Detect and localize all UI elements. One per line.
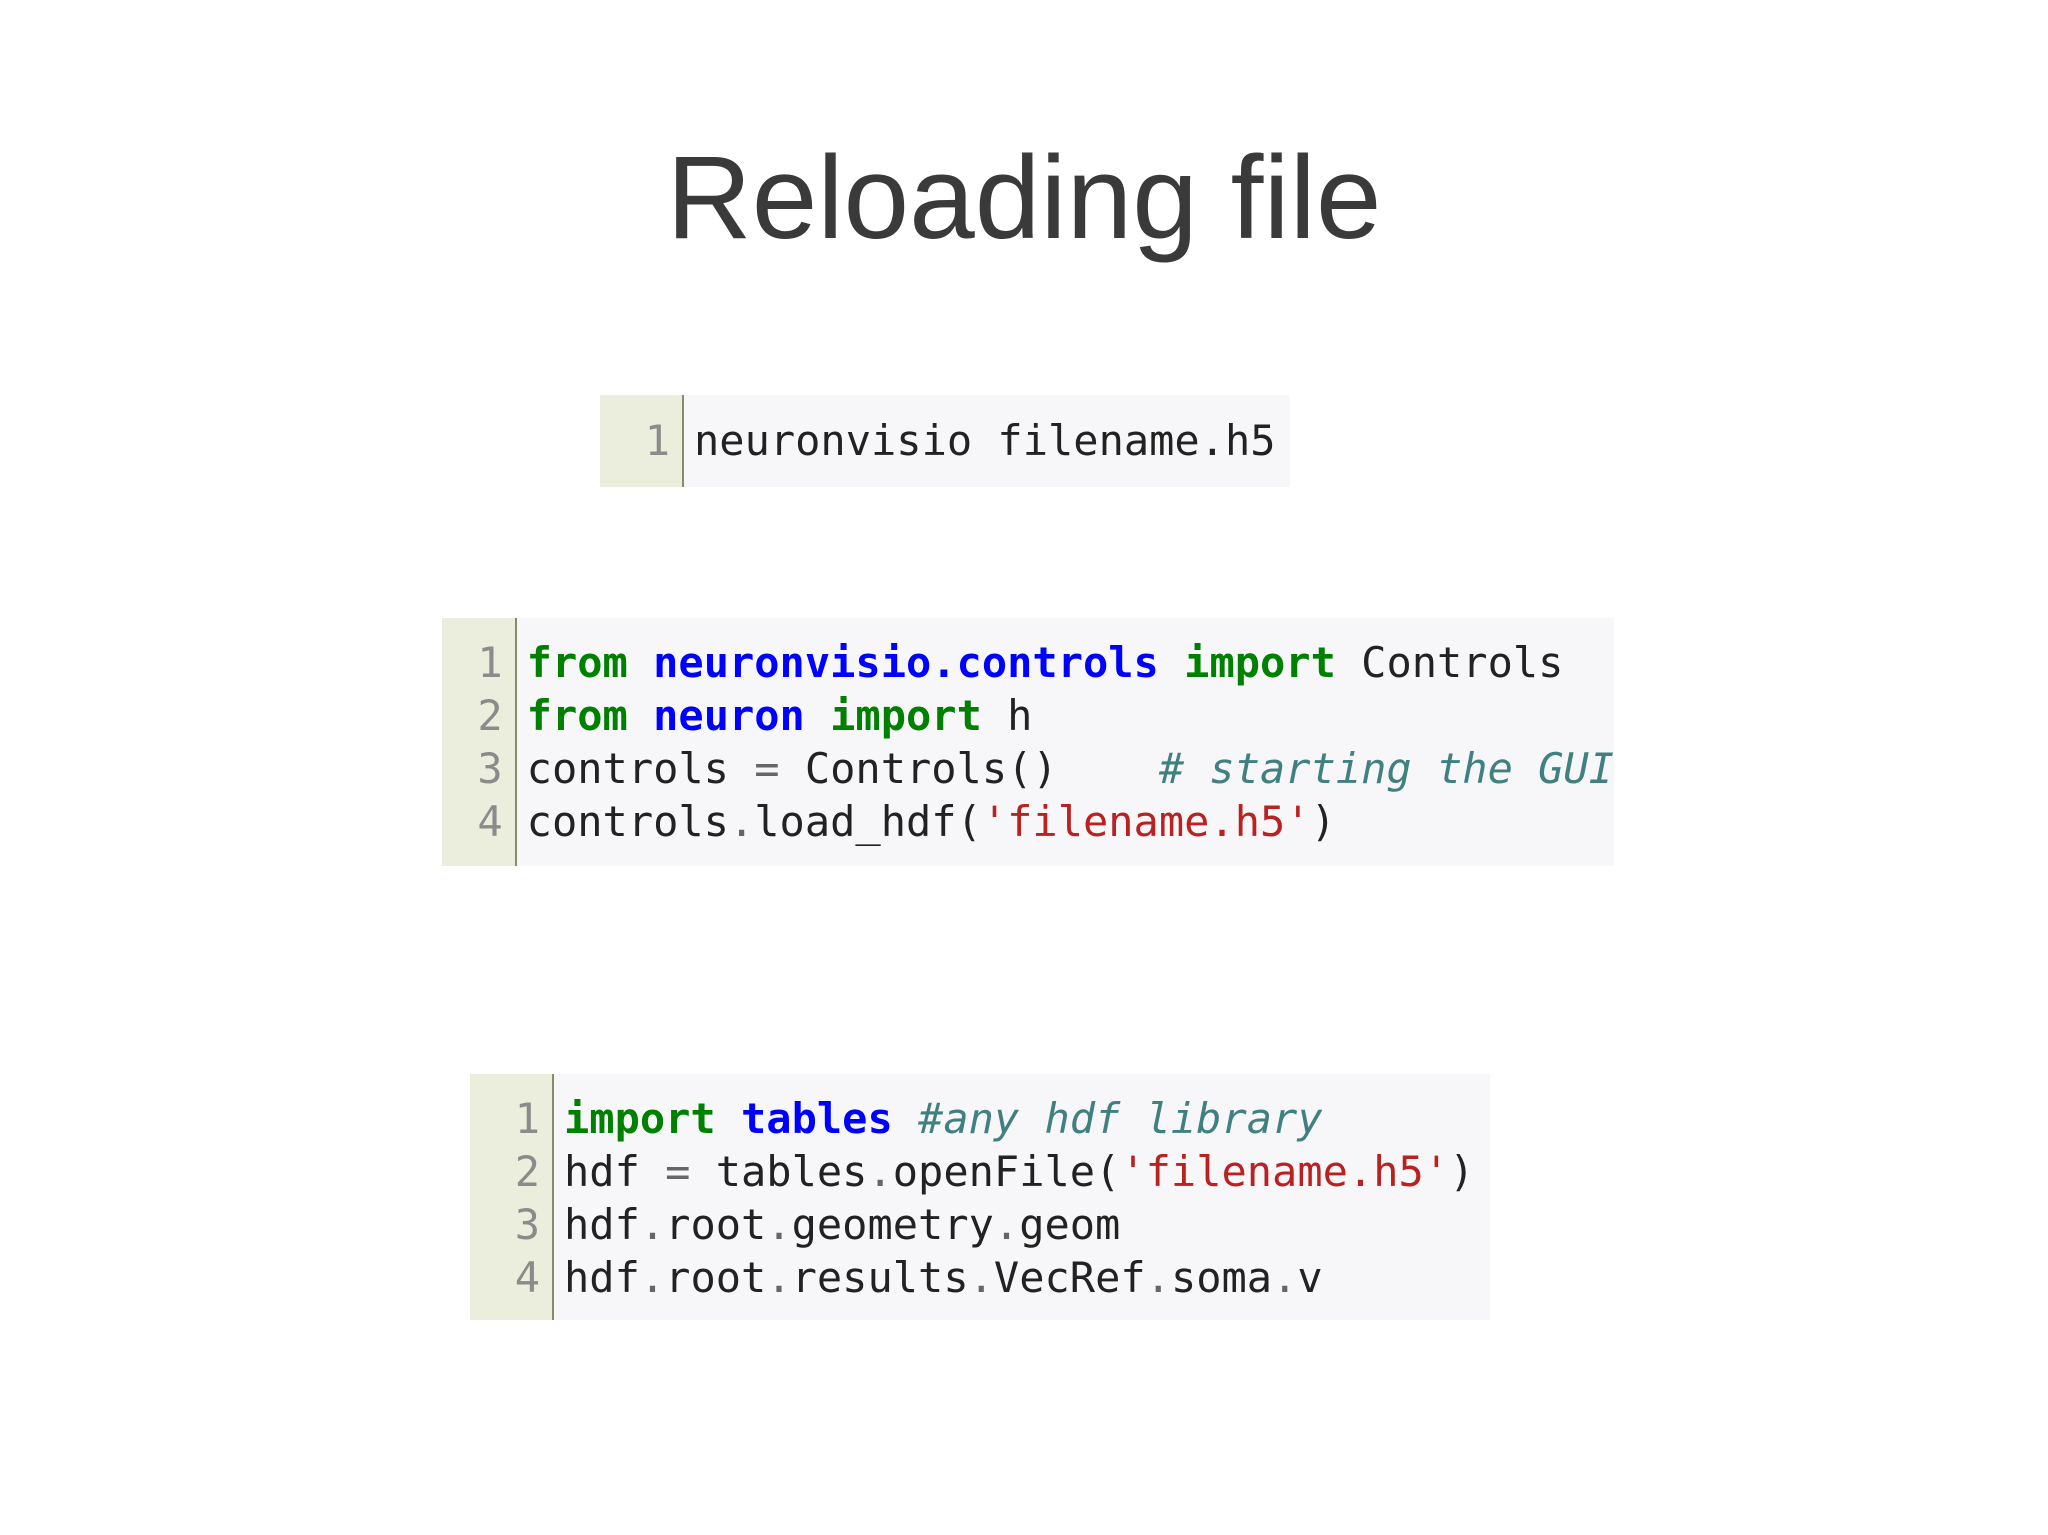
code-token: root: [665, 1200, 767, 1249]
line-number: 2: [514, 1147, 540, 1196]
code-token: [716, 1094, 741, 1143]
code-line: controls = Controls() # starting the GUI: [527, 742, 1614, 795]
code-token: openFile(: [892, 1147, 1121, 1196]
code-token: import: [830, 691, 982, 740]
code-token: Controls(): [779, 744, 1159, 793]
code-line: hdf.root.geometry.geom: [564, 1198, 1474, 1251]
code-token: import: [1184, 638, 1336, 687]
code-line: neuronvisio filename.h5: [694, 414, 1276, 467]
code-token: neuron: [653, 691, 805, 740]
code-token: .: [968, 1253, 994, 1302]
line-number: 3: [514, 1200, 540, 1249]
slide-title: Reloading file: [666, 132, 1382, 264]
line-number: 4: [477, 797, 503, 846]
code-token: .: [728, 797, 755, 846]
code-token: Controls: [1335, 638, 1564, 687]
code-token: ): [1310, 797, 1336, 846]
code-token: .: [639, 1200, 666, 1249]
code-token: [1159, 638, 1184, 687]
code-token: [893, 1094, 918, 1143]
code-token: hdf: [564, 1253, 640, 1302]
code-token: VecRef: [993, 1253, 1146, 1302]
code-token: .: [867, 1147, 893, 1196]
line-number: 4: [514, 1253, 540, 1302]
code-lines: neuronvisio filename.h5: [684, 395, 1276, 487]
code-lines: from neuronvisio.controls import Control…: [517, 618, 1614, 866]
code-token: hdf: [564, 1200, 640, 1249]
code-line: hdf.root.results.VecRef.soma.v: [564, 1251, 1474, 1304]
code-token: tables: [741, 1094, 893, 1143]
code-line: hdf = tables.openFile('filename.h5'): [564, 1145, 1474, 1198]
code-token: controls: [526, 744, 755, 793]
code-line: from neuron import h: [527, 689, 1614, 742]
code-token: neuronvisio filename.h5: [694, 416, 1276, 465]
code-token: .: [766, 1253, 792, 1302]
code-token: #any hdf library: [918, 1094, 1323, 1143]
code-token: 'filename.h5': [1120, 1147, 1450, 1196]
code-line: from neuronvisio.controls import Control…: [527, 636, 1614, 689]
code-token: root: [665, 1253, 767, 1302]
code-token: .: [766, 1200, 792, 1249]
code-token: 'filename.h5': [981, 797, 1311, 846]
code-token: [805, 691, 830, 740]
code-token: # starting the GUI: [1158, 744, 1614, 793]
code-token: tables: [690, 1147, 868, 1196]
code-token: .: [993, 1200, 1020, 1249]
code-token: from: [526, 691, 628, 740]
code-token: [628, 691, 653, 740]
code-token: controls: [526, 797, 729, 846]
code-token: [628, 638, 653, 687]
code-token: hdf: [564, 1147, 666, 1196]
line-number: 1: [477, 638, 503, 687]
code-token: .: [1272, 1253, 1298, 1302]
code-line: import tables #any hdf library: [564, 1092, 1474, 1145]
line-number: 1: [514, 1094, 540, 1143]
line-number-gutter: 1: [600, 395, 684, 487]
code-token: soma: [1170, 1253, 1273, 1302]
code-token: import: [564, 1094, 716, 1143]
code-line: controls.load_hdf('filename.h5'): [527, 795, 1614, 848]
code-token: geom: [1019, 1200, 1121, 1249]
code-token: .: [639, 1253, 666, 1302]
line-number: 3: [477, 744, 503, 793]
line-number: 1: [644, 416, 670, 465]
line-number: 2: [477, 691, 503, 740]
code-token: h: [981, 691, 1033, 740]
code-token: neuronvisio.controls: [653, 638, 1159, 687]
code-token: load_hdf(: [754, 797, 982, 846]
code-token: geometry: [791, 1200, 994, 1249]
code-token: results: [791, 1253, 969, 1302]
code-token: .: [1145, 1253, 1171, 1302]
code-token: =: [665, 1147, 691, 1196]
code-token: from: [526, 638, 628, 687]
code-token: =: [754, 744, 780, 793]
code-token: v: [1297, 1253, 1323, 1302]
code-token: ): [1449, 1147, 1475, 1196]
code-block-shell-command: 1 neuronvisio filename.h5: [600, 395, 1290, 487]
